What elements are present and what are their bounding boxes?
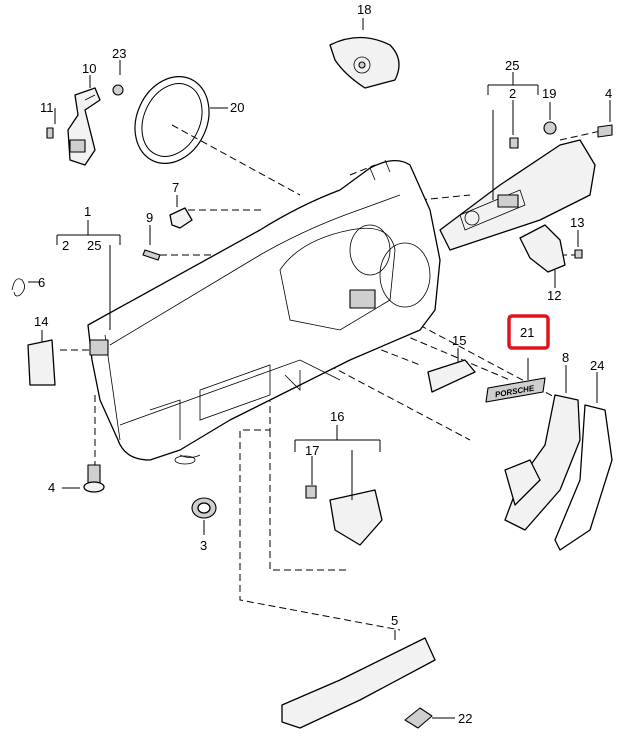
callout-25-left: 25 — [87, 238, 101, 253]
trim-part-15 — [427, 359, 476, 393]
callout-2-right: 2 — [509, 86, 516, 101]
callout-15: 15 — [452, 333, 466, 348]
cover-part-16 — [329, 489, 383, 546]
callout-10: 10 — [82, 61, 96, 76]
switch-panel-part-25 — [439, 121, 613, 251]
callout-3: 3 — [200, 538, 207, 553]
callout-24: 24 — [590, 358, 604, 373]
callout-16: 16 — [330, 409, 344, 424]
callout-4-right: 4 — [605, 86, 612, 101]
callout-18: 18 — [357, 2, 371, 17]
callout-labels: 18 23 10 11 20 7 9 1 2 25 6 14 4 3 25 2 … — [34, 2, 612, 726]
callout-14: 14 — [34, 314, 48, 329]
trim-strip-part-24 — [554, 404, 613, 551]
highlight-box-21 — [507, 314, 550, 350]
callout-12: 12 — [547, 288, 561, 303]
callout-22: 22 — [458, 711, 472, 726]
callout-9: 9 — [146, 210, 153, 225]
clip-part-17 — [305, 485, 317, 499]
callout-17: 17 — [305, 443, 319, 458]
lock-mechanism-part-10 — [46, 84, 124, 166]
clip-part-7 — [169, 207, 193, 229]
cover-part-14 — [27, 339, 56, 386]
callout-13: 13 — [570, 215, 584, 230]
callout-4-left: 4 — [48, 480, 55, 495]
seal-ring-part-20 — [134, 76, 210, 164]
callout-6: 6 — [38, 275, 45, 290]
bolt-part-4-left — [83, 464, 105, 493]
callout-7: 7 — [172, 180, 179, 195]
callout-21: 21 — [520, 325, 534, 340]
screw-part-13 — [574, 249, 583, 259]
armrest-detail — [504, 459, 541, 506]
callout-19: 19 — [542, 86, 556, 101]
callout-5: 5 — [391, 613, 398, 628]
callout-1: 1 — [84, 204, 91, 219]
screw-part-9 — [142, 249, 161, 261]
callout-2-left: 2 — [62, 238, 69, 253]
spring-clip-part-6 — [11, 278, 25, 297]
callout-8: 8 — [562, 350, 569, 365]
door-panel-part-1 — [87, 159, 441, 465]
bracket-part-22 — [404, 707, 433, 729]
emblem-part-21: PORSCHE — [485, 377, 546, 403]
callout-11: 11 — [40, 100, 54, 115]
grommet-part-3 — [191, 497, 217, 519]
callout-23: 23 — [112, 46, 126, 61]
callout-leaders — [28, 18, 611, 719]
callout-20: 20 — [230, 100, 244, 115]
pull-handle-part-5 — [281, 637, 436, 729]
mirror-cover-part-18 — [329, 36, 400, 89]
bezel-part-12 — [519, 224, 566, 273]
callout-25-right: 25 — [505, 58, 519, 73]
